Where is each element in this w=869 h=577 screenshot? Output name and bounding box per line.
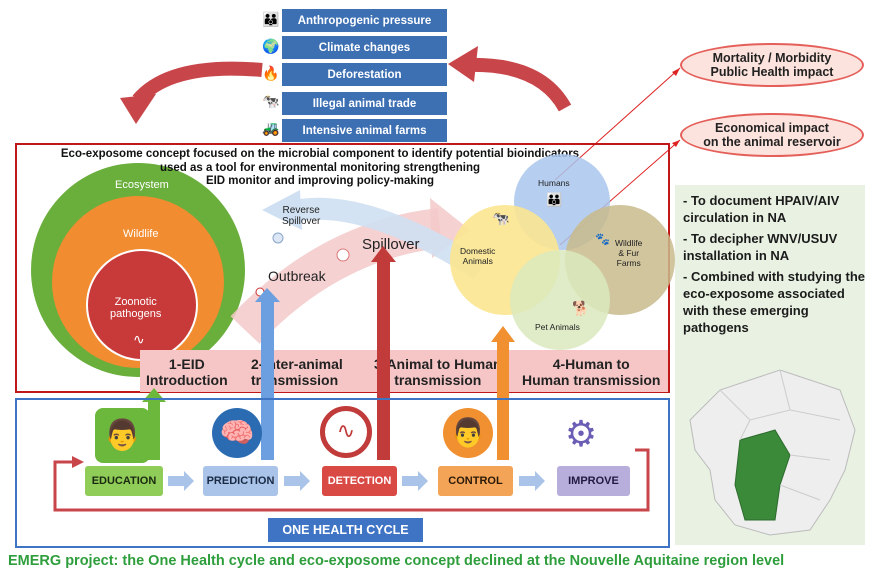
- pressure-deforestation: Deforestation: [282, 63, 447, 86]
- ecosystem-label: Ecosystem: [115, 179, 169, 191]
- wildlife-circle-label: Wildlife: [123, 228, 159, 240]
- step-control: CONTROL: [438, 466, 513, 496]
- farm-icon: 🚜: [262, 120, 280, 136]
- outbreak-label: Outbreak: [268, 268, 326, 284]
- pressure-illegal-trade: Illegal animal trade: [282, 92, 447, 115]
- people-icon: 👪: [262, 11, 280, 27]
- mortality-impact-oval: Mortality / Morbidity Public Health impa…: [680, 43, 864, 87]
- venn-domestic-label: Domestic Animals: [460, 246, 496, 266]
- dog-icon: 🐕: [572, 300, 590, 316]
- objective-wnv: - To decipher WNV/USUV installation in N…: [683, 231, 838, 263]
- humans-icon: 👪: [546, 192, 563, 207]
- one-health-cycle-title: ONE HEALTH CYCLE: [268, 518, 423, 542]
- objective-eco-exposome: - Combined with studying the eco-exposom…: [683, 269, 865, 335]
- cow-icon: 🐄: [492, 210, 510, 226]
- one-health-frame: [15, 398, 670, 548]
- spillover-label: Spillover: [362, 236, 420, 253]
- objective-hpaiv: - To document HPAIV/AIV circulation in N…: [683, 193, 840, 225]
- step-prediction: PREDICTION: [203, 466, 278, 496]
- pressure-climate: Climate changes: [282, 36, 447, 59]
- objectives-list: - To document HPAIV/AIV circulation in N…: [683, 192, 865, 340]
- brain-icon: 🧠: [212, 408, 262, 458]
- doctor-icon: 👨: [443, 408, 493, 458]
- ecosystem-circles: [31, 163, 245, 377]
- stage-human-to-human: 4-Human to Human transmission: [522, 356, 661, 388]
- venn-diagram: [450, 154, 675, 350]
- paw-icon: 🐾: [595, 232, 610, 246]
- economical-impact-oval: Economical impact on the animal reservoi…: [680, 113, 864, 157]
- dna-icon: ∿: [133, 331, 145, 347]
- pressure-intensive-farms: Intensive animal farms: [282, 119, 447, 142]
- venn-humans-label: Humans: [538, 178, 570, 188]
- step-detection: DETECTION: [322, 466, 397, 496]
- eco-exposome-title: Eco-exposome concept focused on the micr…: [60, 148, 580, 187]
- venn-pet-label: Pet Animals: [535, 322, 580, 332]
- stage-animal-to-human: 3-Animal to Human transmission: [374, 356, 502, 388]
- magnifier-icon: ∿: [320, 406, 372, 458]
- reverse-spillover-label: Reverse Spillover: [282, 205, 321, 227]
- step-improve: IMPROVE: [557, 466, 630, 496]
- zoonotic-label: Zoonotic pathogens: [110, 296, 162, 320]
- pressure-anthropogenic: Anthropogenic pressure: [282, 9, 447, 32]
- stage-band: [140, 350, 668, 392]
- step-education: EDUCATION: [85, 466, 163, 496]
- fire-icon: 🔥: [262, 65, 280, 81]
- lightbulb-icon: ⚙: [564, 413, 598, 454]
- animal-icon: 🐄: [262, 93, 280, 109]
- france-map: [689, 369, 856, 536]
- globe-icon: 🌍: [262, 38, 280, 54]
- figure-caption: EMERG project: the One Health cycle and …: [8, 553, 785, 569]
- venn-wildlife-label: Wildlife & Fur Farms: [615, 238, 643, 268]
- stage-eid-introduction: 1-EID Introduction: [146, 356, 228, 388]
- teacher-icon: 👨: [95, 408, 150, 463]
